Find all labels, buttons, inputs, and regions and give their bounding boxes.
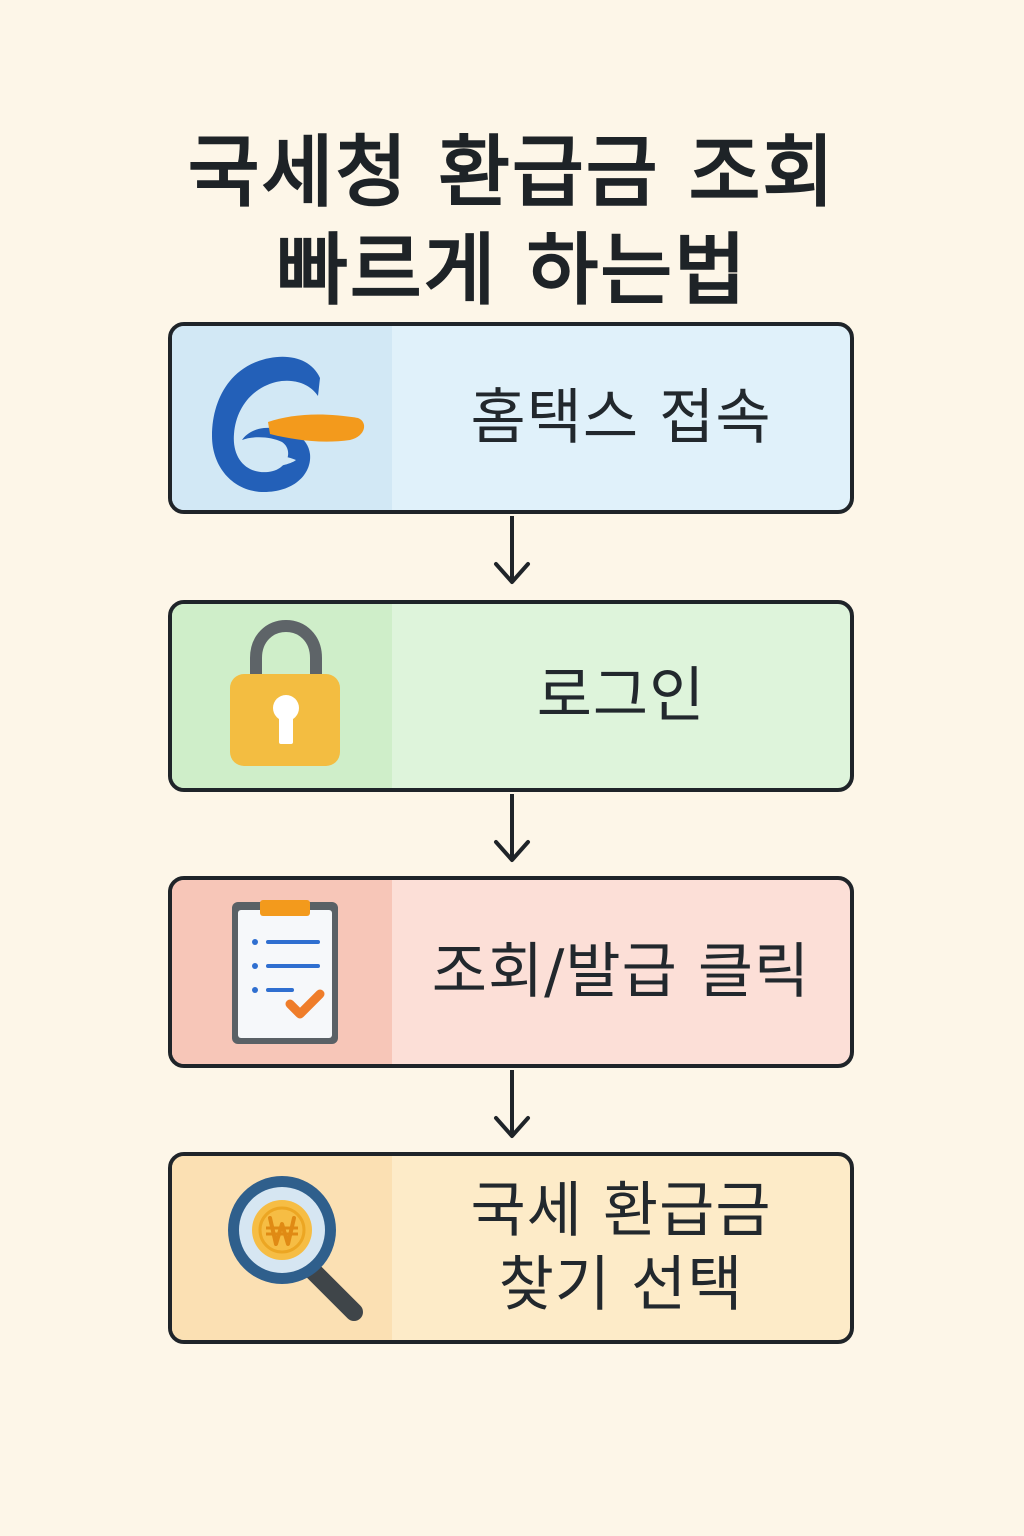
clipboard-checklist-icon (232, 900, 338, 1044)
hometax-logo-icon (212, 356, 365, 492)
step-3-label-line-1: 조회/발급 클릭 (431, 937, 811, 1007)
step-2-label-line-1: 로그인 (536, 661, 706, 731)
step-2-icon-panel (172, 604, 392, 788)
arrow-down-icon (494, 516, 530, 584)
arrow-down-icon (494, 794, 530, 862)
magnifier-won-coin-icon (228, 1176, 363, 1321)
step-1-label: 홈택스 접속 (392, 326, 850, 510)
step-2-label: 로그인 (392, 604, 850, 788)
page-title: 국세청 환급금 조회 빠르게 하는법 (0, 124, 1024, 320)
title-line-1: 국세청 환급금 조회 (187, 128, 837, 219)
step-4-icon-panel (172, 1156, 392, 1340)
padlock-icon (230, 619, 340, 766)
step-3-icon-panel (172, 880, 392, 1064)
step-1-label-line-1: 홈택스 접속 (470, 383, 772, 453)
step-3-label: 조회/발급 클릭 (392, 880, 850, 1064)
title-line-2: 빠르게 하는법 (276, 226, 748, 317)
step-1-icon-panel (172, 326, 392, 510)
step-hometax-access: 홈택스 접속 (168, 322, 854, 514)
step-inquiry-issue-click: 조회/발급 클릭 (168, 876, 854, 1068)
step-login: 로그인 (168, 600, 854, 792)
step-find-tax-refund: 국세 환급금 찾기 선택 (168, 1152, 854, 1344)
arrow-down-icon (494, 1070, 530, 1138)
step-4-label: 국세 환급금 찾기 선택 (392, 1156, 850, 1340)
step-4-label-line-2: 찾기 선택 (498, 1250, 744, 1320)
step-4-label-line-1: 국세 환급금 (470, 1176, 772, 1246)
